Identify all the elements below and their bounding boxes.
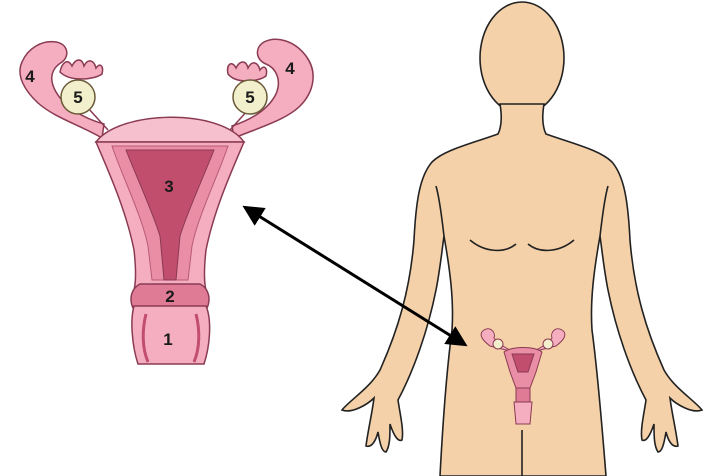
label-cervix: 2 [165,287,174,306]
label-fallopian-tube-left: 4 [25,67,35,86]
label-uterus: 3 [164,177,173,196]
reproductive-system-enlarged: 1 2 3 4 4 5 5 [20,39,313,364]
uterus-fundus [96,117,244,142]
head [480,2,564,114]
label-vagina: 1 [163,330,172,349]
fimbriae-left [60,60,103,79]
label-ovary-left: 5 [73,88,82,107]
label-ovary-right: 5 [245,88,254,107]
fimbriae-right [228,62,267,81]
label-fallopian-tube-right: 4 [285,59,295,78]
